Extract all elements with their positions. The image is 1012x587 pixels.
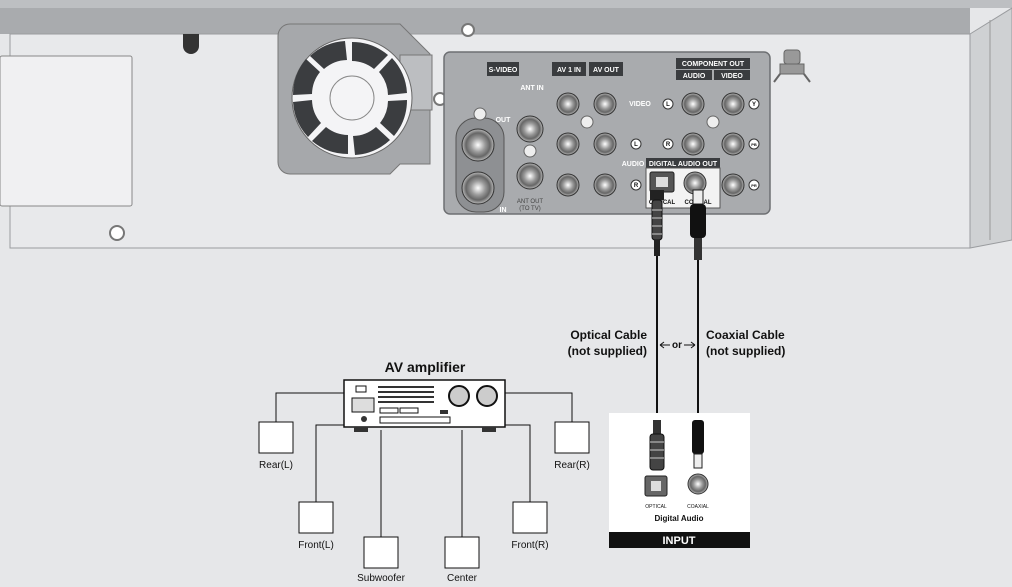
component-pb-jack [721, 132, 745, 156]
speaker-rear-l [258, 421, 294, 454]
digital-audio-input-box: INPUT OPTICAL COAXIAL Digital Audio [609, 413, 750, 548]
avout-video-jack [593, 92, 617, 116]
component-audio-r-jack [681, 132, 705, 156]
ant-out-to-tv-label: (TO TV) [519, 206, 540, 212]
screw [461, 23, 475, 37]
speaker-center [444, 536, 480, 569]
coaxial-cable-note: (not supplied) [706, 344, 785, 358]
speaker-rear-l-label: Rear(L) [259, 460, 293, 471]
side-vent-panel [0, 55, 133, 207]
speaker-subwoofer-label: Subwoofer [357, 573, 405, 584]
speaker-front-r [512, 501, 548, 534]
mark-pr: PR [751, 183, 757, 188]
notch [183, 34, 199, 54]
amplifier-title: AV amplifier [385, 359, 466, 375]
speaker-center-label: Center [447, 573, 478, 584]
svideo-label: S-VIDEO [489, 67, 518, 74]
component-video-label: VIDEO [721, 73, 743, 80]
input-box-panel [609, 413, 750, 548]
optical-cable-note: (not supplied) [568, 344, 647, 358]
component-pr-jack [721, 173, 745, 197]
input-optical-label: OPTICAL [645, 504, 667, 510]
cooling-fan [277, 23, 433, 175]
avout-tab [589, 62, 623, 76]
mark-l: L [634, 142, 638, 148]
avout-audio-r-jack [593, 173, 617, 197]
component-out-tab [676, 58, 750, 69]
coaxial-cable [690, 189, 706, 420]
speaker-front-l [298, 501, 334, 534]
av1in-audio-r-jack [556, 173, 580, 197]
optical-cable [650, 190, 664, 420]
mark-r: R [634, 183, 639, 189]
row-audio-label: AUDIO [622, 161, 645, 168]
speakers: Rear(L) Rear(R) Front(L) Front(R) Subwoo… [258, 421, 590, 584]
connector-panel: S-VIDEO AV 1 IN AV OUT COMPONENT OUT AUD… [443, 51, 771, 215]
speaker-subwoofer [363, 536, 399, 569]
ant-in-label: ANT IN [520, 85, 543, 92]
svideo-out-port [461, 128, 495, 162]
avout-audio-l-jack [593, 132, 617, 156]
ant-in-port [516, 115, 544, 143]
input-coaxial-label: COAXIAL [687, 504, 709, 510]
av-amplifier: AV amplifier [275, 359, 573, 537]
tuning-knob [476, 385, 498, 407]
or-label: or [672, 340, 682, 351]
cable-labels: Optical Cable (not supplied) Coaxial Cab… [568, 328, 786, 358]
svideo-out-label: OUT [496, 117, 512, 124]
svideo-in-port [461, 171, 495, 205]
avout-label: AV OUT [593, 67, 620, 74]
component-y-jack [721, 92, 745, 116]
volume-knob [448, 385, 470, 407]
input-coaxial-port [687, 473, 709, 495]
av1in-tab [552, 62, 586, 76]
digital-audio-out-tab [646, 158, 720, 168]
comp-mark-r: R [666, 142, 671, 148]
speaker-rear-r [554, 421, 590, 454]
recorder-top-edge [0, 8, 970, 34]
av1in-audio-l-jack [556, 132, 580, 156]
coaxial-cable-label: Coaxial Cable [706, 328, 785, 342]
svideo-tab [487, 62, 519, 76]
av1in-label: AV 1 IN [557, 67, 581, 74]
row-video-label: VIDEO [629, 101, 651, 108]
ant-out-port [516, 162, 544, 190]
input-label: INPUT [663, 535, 696, 547]
speaker-rear-r-label: Rear(R) [554, 460, 590, 471]
svideo-in-label: IN [500, 207, 507, 214]
comp-mark-l: L [666, 102, 670, 108]
digital-audio-out-label: DIGITAL AUDIO OUT [649, 161, 718, 168]
mark-y: Y [752, 102, 756, 108]
optical-cable-label: Optical Cable [570, 328, 647, 342]
ant-out-label: ANT OUT [517, 199, 544, 205]
speaker-front-r-label: Front(R) [511, 540, 548, 551]
av1in-video-jack [556, 92, 580, 116]
input-bar [609, 532, 750, 548]
mark-pb: PB [751, 142, 757, 147]
cable-clip-icon [773, 49, 811, 83]
component-out-label: COMPONENT OUT [682, 61, 745, 68]
digital-audio-label: Digital Audio [654, 514, 703, 523]
component-audio-l-jack [681, 92, 705, 116]
component-audio-label: AUDIO [683, 73, 706, 80]
speaker-front-l-label: Front(L) [298, 540, 334, 551]
screw [109, 225, 125, 241]
